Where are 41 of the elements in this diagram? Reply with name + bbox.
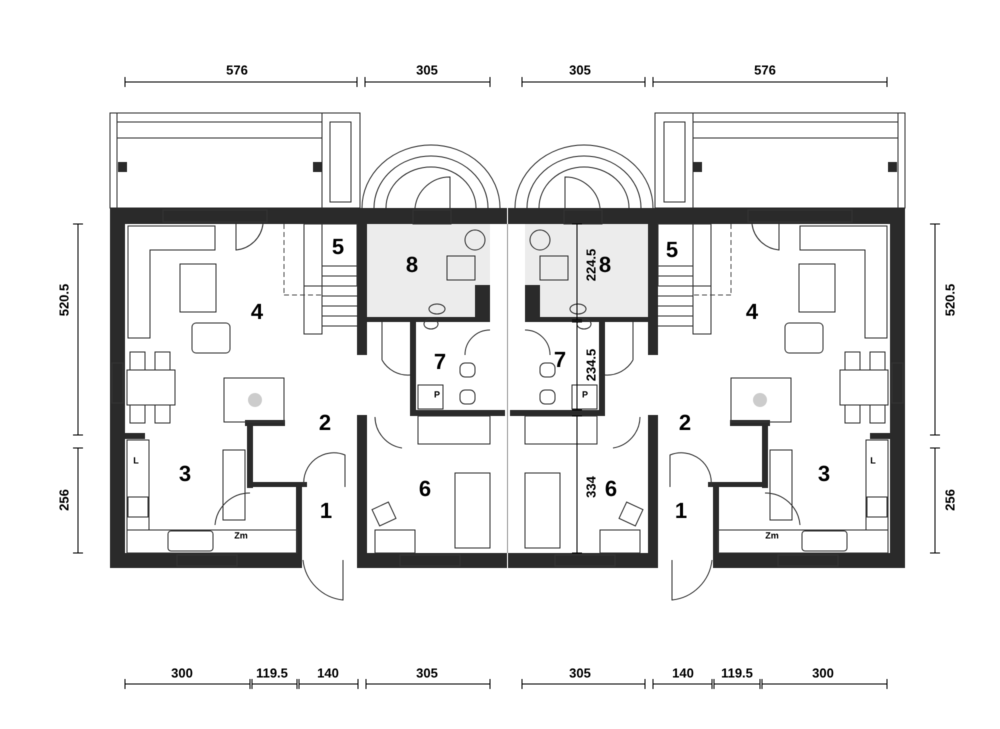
dimension-label: 305 xyxy=(569,666,591,680)
room-number: 1 xyxy=(320,500,332,522)
room-number: 4 xyxy=(250,301,264,323)
fixture-label: P xyxy=(434,390,440,400)
dimension-label: 305 xyxy=(569,64,591,76)
dimension-label: 334 xyxy=(584,476,598,498)
room-number: 5 xyxy=(332,236,344,258)
room-number: 3 xyxy=(818,463,830,485)
room-number: 2 xyxy=(678,412,692,434)
dimension-label: 224.5 xyxy=(584,248,598,282)
room-number: 7 xyxy=(434,351,446,373)
dimension-label: 119.5 xyxy=(256,666,288,680)
fixture-label: Zm xyxy=(765,532,779,540)
dimension-label: 576 xyxy=(226,64,248,76)
fixture-label: P xyxy=(582,390,588,400)
dimension-label: 305 xyxy=(416,666,438,680)
dimension-label: 520.5 xyxy=(944,284,956,316)
dimension-label: 119.5 xyxy=(721,666,753,680)
dimension-label: 576 xyxy=(754,64,776,76)
dimension-label: 305 xyxy=(416,64,438,76)
fixture-label: L xyxy=(133,456,139,466)
room-number: 7 xyxy=(554,349,566,371)
room-number: 5 xyxy=(666,239,678,261)
room-number: 3 xyxy=(178,463,192,485)
room-number: 2 xyxy=(318,412,332,434)
dimension-label: 520.5 xyxy=(58,284,70,316)
dimension-label: 256 xyxy=(58,489,70,511)
room-number: 1 xyxy=(674,500,688,522)
room-number: 6 xyxy=(418,478,432,500)
room-number: 6 xyxy=(604,478,618,500)
fixture-label: Zm xyxy=(234,532,248,540)
dimension-label: 140 xyxy=(317,666,339,680)
room-number: 4 xyxy=(746,301,758,323)
fixture-label: L xyxy=(870,456,876,466)
room-number: 8 xyxy=(406,254,418,276)
dimension-label: 140 xyxy=(672,666,694,680)
dimension-label: 300 xyxy=(812,666,834,680)
dimension-label: 256 xyxy=(944,489,956,511)
dimension-label: 300 xyxy=(171,666,193,680)
dimension-label: 234.5 xyxy=(584,348,598,382)
room-number: 8 xyxy=(598,254,612,276)
